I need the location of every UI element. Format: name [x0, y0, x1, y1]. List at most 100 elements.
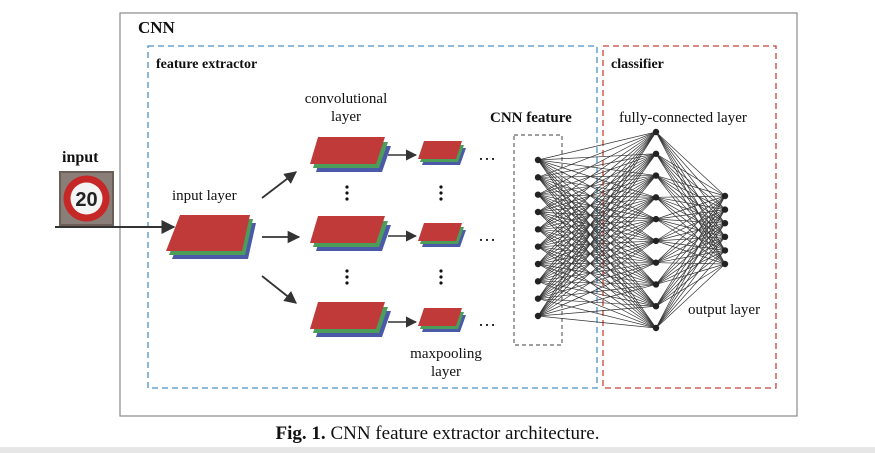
connection-edge — [655, 131, 726, 224]
connection-edge — [537, 159, 657, 176]
conv-layer-stack — [310, 137, 391, 172]
feature-extractor-box — [147, 45, 598, 389]
connection-edge — [537, 305, 657, 317]
connection-edge — [655, 236, 726, 329]
cnn-feature-node — [534, 295, 542, 302]
conv-layer-stack — [310, 302, 391, 337]
fc-node — [652, 194, 660, 201]
connection-edge — [537, 175, 657, 178]
connection-edge — [655, 153, 726, 238]
connection-edge — [655, 153, 726, 251]
connection-edge — [537, 153, 657, 282]
connection-edge — [655, 250, 726, 285]
connection-edge — [537, 240, 657, 317]
feature-extractor-label: feature extractor — [156, 57, 257, 72]
fc-node — [652, 324, 660, 332]
connection-edge — [655, 218, 726, 265]
connection-edge — [655, 153, 726, 210]
connection-edge — [655, 197, 726, 224]
connection-edge — [537, 153, 657, 178]
connection-edge — [655, 250, 726, 329]
connection-edge — [655, 195, 726, 220]
cnn-feature-box — [513, 134, 563, 346]
connection-edge — [537, 131, 657, 282]
connection-edge — [537, 153, 657, 265]
connection-edge — [537, 131, 657, 213]
connection-edge — [537, 197, 657, 317]
connection-edge — [655, 153, 726, 265]
connection-edge — [655, 223, 726, 329]
connection-edge — [655, 262, 726, 265]
fc-node — [652, 128, 660, 136]
branch-arrow-top — [261, 171, 298, 199]
maxpool-layer-label-line1: maxpooling — [410, 346, 482, 362]
cnn-feature-node — [534, 191, 542, 198]
cnn-feature-node — [534, 226, 542, 233]
connection-edge — [537, 131, 657, 317]
output-node — [721, 220, 729, 227]
connection-edge — [537, 131, 657, 265]
connection-edge — [655, 209, 726, 285]
input-label: input — [62, 149, 99, 166]
fc-node — [652, 237, 660, 245]
connection-edge — [537, 194, 657, 198]
output-node — [721, 206, 729, 213]
cnn-title: CNN — [138, 18, 176, 37]
connection-edge — [655, 175, 726, 265]
connection-edge — [537, 197, 657, 265]
connection-edge — [537, 131, 657, 195]
connection-edge — [655, 175, 726, 210]
figure-caption: Fig. 1. CNN feature extractor architectu… — [0, 423, 875, 445]
connection-edge — [655, 195, 726, 263]
connection-edge — [655, 195, 726, 307]
connection-edge — [537, 153, 657, 230]
page-footer-strip — [0, 447, 875, 453]
connection-edge — [655, 250, 726, 307]
connection-edge — [537, 131, 657, 299]
output-node — [721, 233, 729, 240]
connection-edge — [655, 209, 726, 329]
connection-edge — [655, 222, 726, 307]
caption-figure-number: Fig. 1. — [275, 423, 326, 444]
connection-edge — [537, 175, 657, 196]
connection-edge — [537, 131, 657, 247]
cnn-feature-node — [534, 260, 542, 268]
connection-edge — [655, 195, 726, 285]
connection-edge — [655, 197, 726, 251]
connection-edge — [655, 218, 726, 251]
connection-edge — [655, 195, 726, 198]
connection-edge — [537, 196, 657, 213]
fc-node — [652, 281, 660, 288]
cnn-feature-label: CNN feature — [490, 110, 572, 126]
connection-edge — [655, 263, 726, 329]
cnn-feature-node — [534, 156, 542, 164]
cnn-architecture-diagram: CNN feature extractor classifier input 2… — [55, 12, 798, 417]
cnn-feature-node — [534, 312, 542, 320]
fc-node — [652, 215, 660, 223]
branch-arrow-bottom — [261, 275, 297, 304]
fc-node — [652, 259, 660, 266]
connection-edge — [655, 236, 726, 285]
cnn-feature-node — [534, 174, 542, 181]
speed-limit-sign-image: 20 — [59, 171, 114, 226]
connection-edge — [655, 175, 726, 238]
classifier-box — [602, 45, 777, 389]
connection-edge — [537, 131, 657, 178]
network-connections — [537, 131, 726, 329]
output-node — [721, 260, 729, 268]
connection-edge — [655, 175, 726, 224]
conv-layer-label-line1: convolutional — [305, 91, 388, 107]
cnn-feature-node — [534, 278, 542, 285]
connection-edge — [537, 153, 657, 195]
connection-edge — [655, 236, 726, 307]
connection-edge — [655, 131, 726, 237]
output-node — [721, 247, 729, 254]
connection-edge — [537, 197, 657, 247]
cnn-feature-node — [534, 243, 542, 250]
connection-edge — [655, 175, 726, 197]
maxpool-layer-stack — [418, 141, 466, 165]
output-layer-label: output layer — [688, 302, 760, 318]
connection-edge — [655, 131, 726, 210]
maxpool-layer-stack — [418, 223, 466, 247]
fully-connected-layer-label: fully-connected layer — [619, 110, 747, 126]
